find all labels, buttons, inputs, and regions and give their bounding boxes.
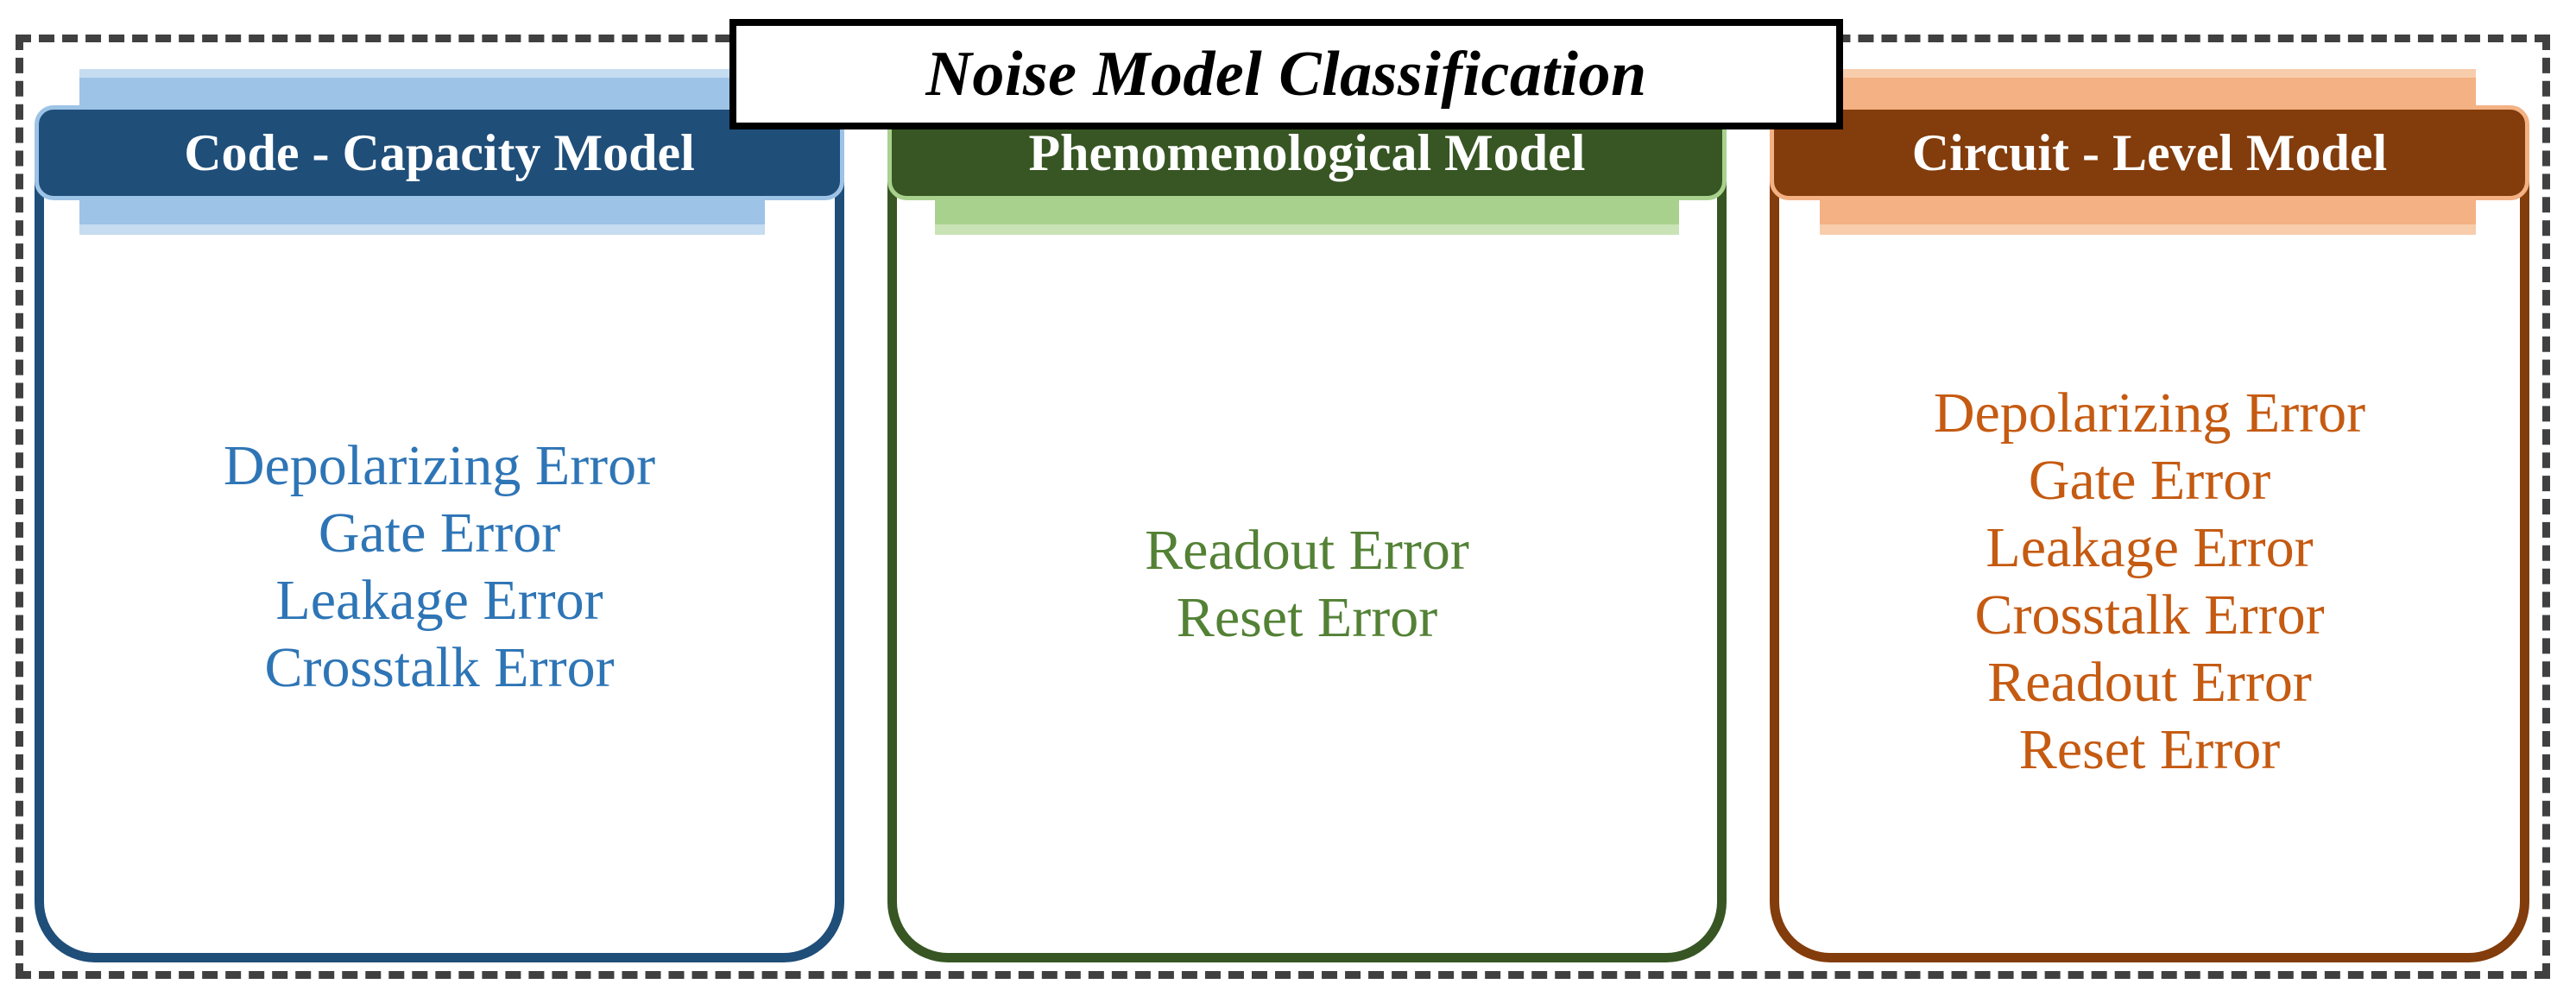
card-body-outline-circuit-level <box>1770 164 2529 962</box>
model-card-phenomenological[interactable]: Phenomenological Model Readout Error Res… <box>887 35 1727 979</box>
card-body-outline-code-capacity <box>35 164 844 962</box>
diagram-title-box: Noise Model Classification <box>729 19 1843 129</box>
list-item: Readout Error <box>1987 650 2312 714</box>
list-item: Depolarizing Error <box>223 434 656 498</box>
page-title: Noise Model Classification <box>925 39 1647 110</box>
card-header-label-circuit-level: Circuit - Level Model <box>1911 124 2388 181</box>
card-body-outline-phenomenological <box>887 164 1727 962</box>
card-header-code-capacity[interactable]: Code - Capacity Model <box>35 105 844 200</box>
model-columns-container: Code - Capacity Model Depolarizing Error… <box>16 35 2550 979</box>
list-item: Reset Error <box>2018 717 2281 781</box>
card-header-circuit-level[interactable]: Circuit - Level Model <box>1770 105 2529 200</box>
error-list-phenomenological: Readout Error Reset Error <box>903 207 1711 962</box>
error-list-circuit-level: Depolarizing Error Gate Error Leakage Er… <box>1785 207 2514 962</box>
list-item: Reset Error <box>1176 586 1438 649</box>
list-item: Gate Error <box>318 502 561 565</box>
list-item: Crosstalk Error <box>264 635 615 699</box>
model-card-circuit-level[interactable]: Circuit - Level Model Depolarizing Error… <box>1770 35 2529 979</box>
list-item: Depolarizing Error <box>1933 382 2366 445</box>
list-item: Leakage Error <box>1986 516 2314 580</box>
card-header-label-phenomenological: Phenomenological Model <box>1028 124 1586 181</box>
list-item: Gate Error <box>2028 449 2271 513</box>
list-item: Crosstalk Error <box>1974 584 2325 647</box>
model-card-code-capacity[interactable]: Code - Capacity Model Depolarizing Error… <box>35 35 844 979</box>
error-list-code-capacity: Depolarizing Error Gate Error Leakage Er… <box>50 207 829 962</box>
list-item: Readout Error <box>1145 519 1469 583</box>
list-item: Leakage Error <box>275 569 603 632</box>
card-header-label-code-capacity: Code - Capacity Model <box>184 124 695 181</box>
